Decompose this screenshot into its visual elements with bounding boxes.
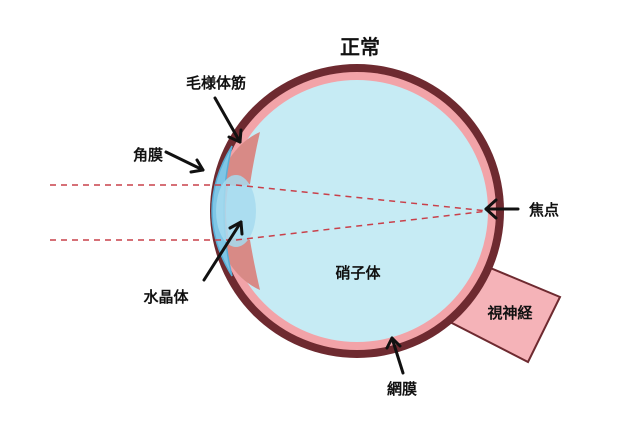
title-label: 正常	[340, 35, 380, 59]
lens-label: 水晶体	[143, 288, 189, 306]
vitreous-label: 硝子体	[335, 264, 381, 282]
vitreous-body	[226, 80, 488, 342]
retina-label: 網膜	[387, 380, 417, 398]
lens	[216, 175, 256, 247]
cornea-arrow	[164, 150, 205, 174]
ciliary-muscle-bottom	[226, 238, 260, 290]
ciliary-muscle-arrow	[213, 96, 243, 144]
cornea-label: 角膜	[133, 146, 163, 164]
retina-arrow	[385, 336, 405, 375]
focal-point-label: 焦点	[528, 201, 559, 219]
light-ray-top-converge	[235, 184, 489, 212]
ciliary-muscle-label: 毛様体筋	[186, 74, 246, 92]
optic-nerve-label: 視神経	[486, 304, 533, 322]
focal-point-arrow	[484, 198, 520, 220]
light-ray-bottom-converge	[235, 210, 489, 241]
ciliary-muscle-top	[226, 132, 260, 186]
lens-arrow	[202, 220, 244, 282]
